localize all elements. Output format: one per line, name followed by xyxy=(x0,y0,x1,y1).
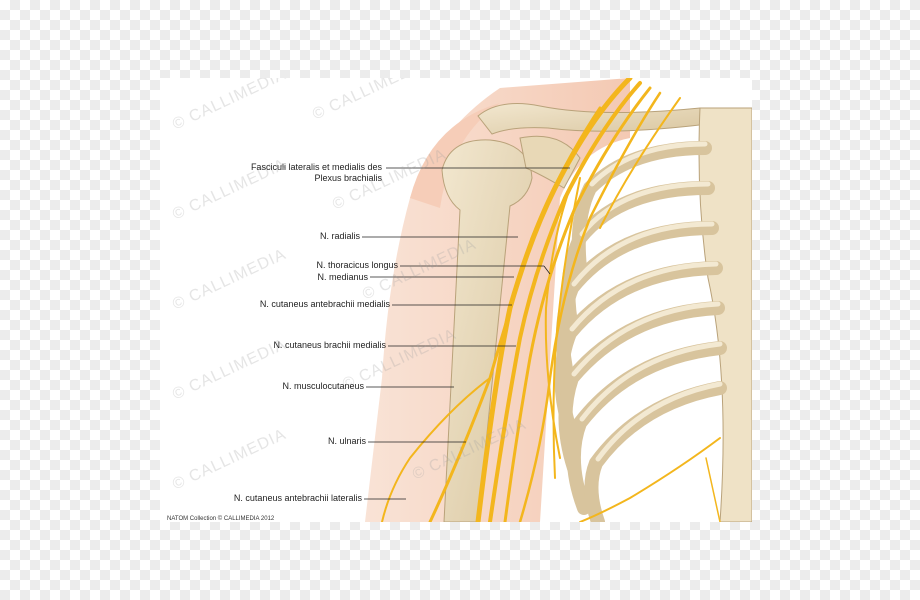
scapula-bone xyxy=(519,135,581,189)
label-fasciculi-line2: Plexus brachialis xyxy=(314,173,382,183)
humerus-bone xyxy=(441,139,533,522)
nerves xyxy=(381,78,721,522)
label-cutaneus-brachii-medialis: N. cutaneus brachii medialis xyxy=(273,340,386,350)
rib-cage xyxy=(554,141,727,522)
leader-lines xyxy=(362,167,570,500)
label-thoracicus-longus: N. thoracicus longus xyxy=(316,260,398,270)
sternum-bone xyxy=(698,107,752,522)
label-fasciculi: Fasciculi lateralis et medialis des Plex… xyxy=(251,162,382,184)
anatomy-drawing xyxy=(362,78,752,522)
rib-highlights xyxy=(569,141,723,462)
label-cutaneus-antebrachii-lateralis: N. cutaneus antebrachii lateralis xyxy=(233,493,362,503)
label-fasciculi-line1: Fasciculi lateralis et medialis des xyxy=(250,162,382,172)
credit-text: NATOM Collection © CALLIMEDIA 2012 xyxy=(167,516,275,522)
label-medianus: N. medianus xyxy=(317,272,368,282)
label-cutaneus-antebrachii-medialis: N. cutaneus antebrachii medialis xyxy=(259,299,390,309)
anatomy-illustration: © CALLIMEDIA © CALLIMEDIA © CALLIMEDIA ©… xyxy=(160,78,752,522)
label-ulnaris: N. ulnaris xyxy=(327,436,366,446)
label-musculocutaneus: N. musculocutaneus xyxy=(282,381,364,391)
label-radialis: N. radialis xyxy=(319,231,360,241)
